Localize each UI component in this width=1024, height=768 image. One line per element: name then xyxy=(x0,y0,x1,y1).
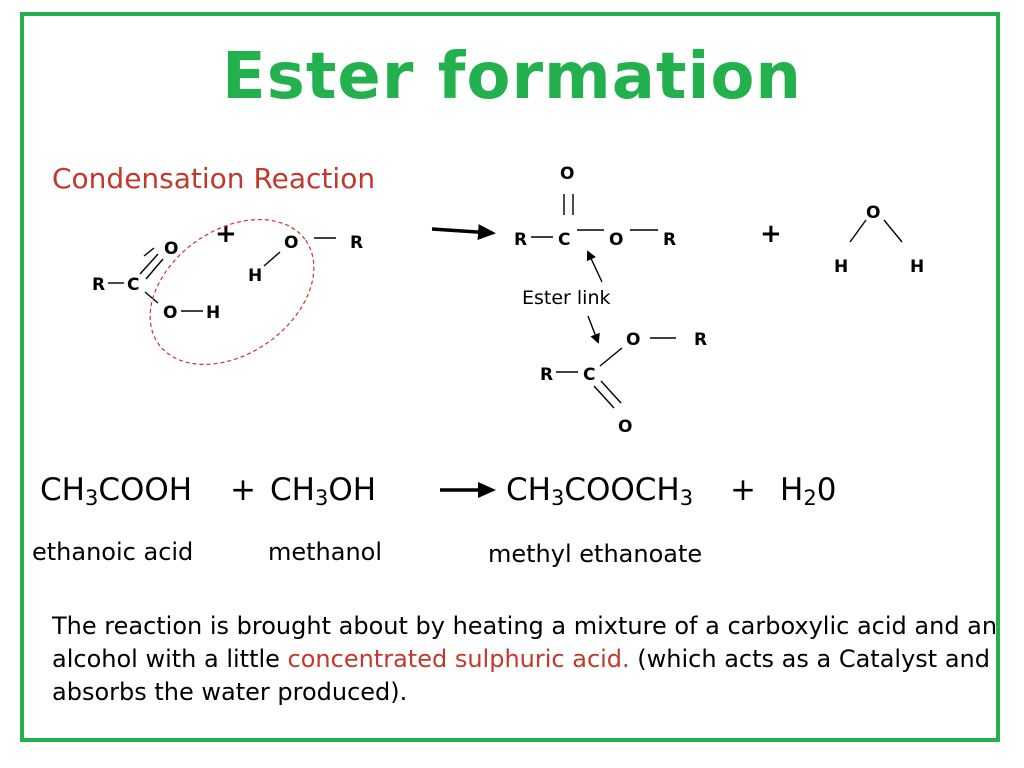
product-formula-mid: COOCH xyxy=(564,472,680,508)
acid-atom-h: H xyxy=(206,303,220,323)
ester-alt-atom-o-double: O xyxy=(618,417,632,437)
equation-plus-2: + xyxy=(730,472,756,508)
water-bond-left xyxy=(849,219,867,243)
ester-atom-r2: R xyxy=(663,230,676,250)
paragraph-text-2: (which acts as a Catalyst and absorbs th… xyxy=(52,645,990,706)
ester-alt-atom-o: O xyxy=(626,330,640,350)
product-formula-prefix: CH xyxy=(506,472,551,508)
alcohol-structure: O R H xyxy=(248,233,363,286)
product-formula-sub2: 3 xyxy=(679,486,694,510)
ester-link-arrow-down xyxy=(587,315,600,344)
water-atom-h1: H xyxy=(834,257,848,277)
explanation-paragraph: The reaction is brought about by heating… xyxy=(52,610,1012,709)
name-methyl-ethanoate: methyl ethanoate xyxy=(488,540,703,568)
alcohol-atom-r: R xyxy=(350,233,363,253)
water-formula-suffix: 0 xyxy=(816,472,837,508)
ester-alt-double-bond-2 xyxy=(600,380,622,404)
water-removal-circle xyxy=(149,218,315,366)
subtitle: Condensation Reaction xyxy=(52,162,376,195)
alcohol-formula-prefix: CH xyxy=(270,472,315,508)
ester-atom-o: O xyxy=(609,230,623,250)
scheme-reaction-arrow xyxy=(431,224,496,241)
acid-bond-c-o xyxy=(144,291,159,304)
acid-formula-suffix: COOH xyxy=(98,472,193,508)
formula-water: H20 xyxy=(780,472,837,510)
water-atom-h2: H xyxy=(910,257,924,277)
product-formula-sub1: 3 xyxy=(550,486,565,510)
alcohol-atom-h: H xyxy=(248,266,262,286)
ester-structure: O R C O R xyxy=(514,164,676,250)
acid-atom-o: O xyxy=(163,303,177,323)
acid-atom-r: R xyxy=(92,275,105,295)
slide-frame xyxy=(20,12,1000,742)
ester-alt-atom-r2: R xyxy=(540,365,553,385)
formula-methyl-ethanoate: CH3COOCH3 xyxy=(506,472,694,510)
water-structure: O H H xyxy=(834,203,924,277)
formula-ethanoic-acid: CH3COOH xyxy=(40,472,193,510)
name-methanol: methanol xyxy=(268,538,383,566)
equation-plus-1: + xyxy=(230,472,256,508)
acid-double-bond-2 xyxy=(145,258,164,280)
acid-bond-tick xyxy=(143,247,155,257)
water-atom-o: O xyxy=(866,203,880,223)
paragraph-text-1: The reaction is brought about by heating… xyxy=(52,612,998,673)
acid-atom-o-double: O xyxy=(164,239,178,259)
name-ethanoic-acid: ethanoic acid xyxy=(32,538,194,566)
water-bond-right xyxy=(883,219,903,243)
formula-methanol: CH3OH xyxy=(270,472,377,510)
ester-atom-c: C xyxy=(558,230,570,250)
ester-alt-bond-c-o xyxy=(599,347,623,367)
ester-atom-r: R xyxy=(514,230,527,250)
water-formula-prefix: H xyxy=(780,472,804,508)
alcohol-bond-o-h xyxy=(263,251,281,267)
ester-alt-atom-r: R xyxy=(694,330,707,350)
water-formula-sub: 2 xyxy=(803,486,817,510)
slide-title: Ester formation xyxy=(222,40,802,114)
scheme-plus-1: + xyxy=(215,219,237,249)
carboxylic-acid-structure: R C O O H xyxy=(92,239,220,323)
ester-structure-alt: O R R C O xyxy=(540,330,707,437)
acid-atom-c: C xyxy=(127,275,139,295)
scheme-plus-2: + xyxy=(760,219,782,249)
acid-formula-prefix: CH xyxy=(40,472,85,508)
ester-link-arrow-up xyxy=(586,250,603,283)
alcohol-formula-sub: 3 xyxy=(314,486,329,510)
acid-double-bond-1 xyxy=(139,253,159,275)
acid-formula-sub: 3 xyxy=(84,486,99,510)
ester-alt-atom-c: C xyxy=(583,365,595,385)
paragraph-highlight: concentrated sulphuric acid. xyxy=(287,645,630,673)
ester-alt-double-bond-1 xyxy=(593,385,615,409)
ester-atom-o-top: O xyxy=(560,164,574,184)
alcohol-formula-suffix: OH xyxy=(328,472,377,508)
alcohol-atom-o: O xyxy=(284,233,298,253)
ester-link-label: Ester link xyxy=(522,287,611,309)
